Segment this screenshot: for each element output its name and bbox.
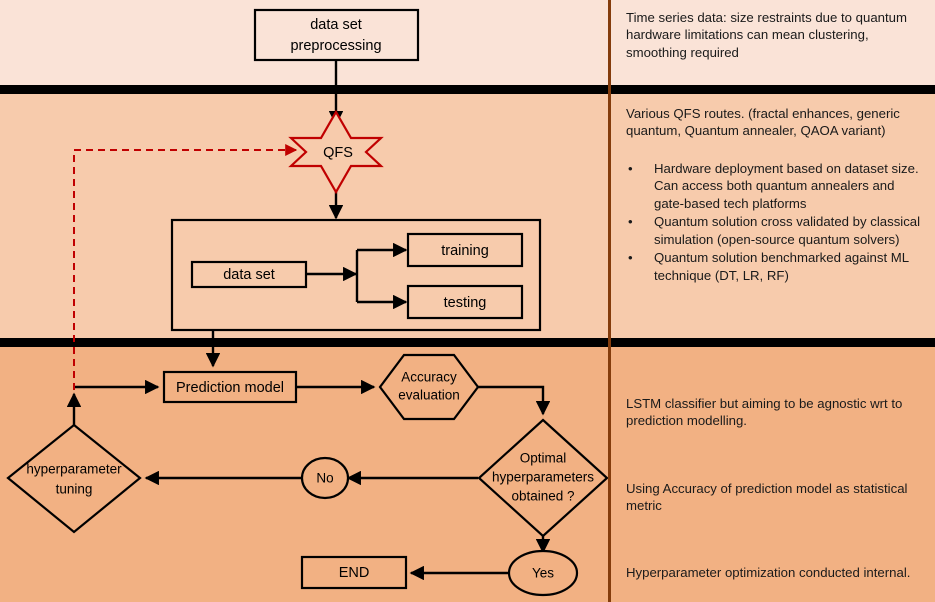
- label-hyperparameter-line1: hyperparameter: [26, 462, 122, 477]
- node-end[interactable]: [300, 555, 408, 590]
- node-data-set[interactable]: [190, 260, 308, 289]
- node-hyperparameter-tuning[interactable]: [6, 423, 142, 534]
- node-no-connector[interactable]: [300, 456, 350, 500]
- note-middle-lead: Various QFS routes. (fractal enhances, g…: [626, 106, 904, 139]
- group-data-split-container: [170, 218, 542, 332]
- label-end: END: [339, 565, 370, 581]
- label-accuracy-line2: evaluation: [398, 388, 460, 403]
- note-middle-bullets: Hardware deployment based on dataset siz…: [626, 160, 926, 285]
- label-data-set: data set: [223, 267, 275, 283]
- node-testing[interactable]: [406, 284, 524, 320]
- label-testing: testing: [444, 295, 487, 311]
- bullet-item: Hardware deployment based on dataset siz…: [626, 160, 926, 212]
- label-hyperparameter-line2: tuning: [56, 482, 93, 497]
- bullet-item: Quantum solution cross validated by clas…: [626, 213, 926, 248]
- label-decision-line3: obtained ?: [511, 489, 574, 504]
- note-top-band: Time series data: size restraints due to…: [626, 10, 911, 60]
- label-training: training: [441, 243, 489, 259]
- label-preprocessing-line1: data set: [310, 17, 362, 33]
- vertical-divider: [608, 0, 611, 602]
- connector-accuracy-to-decision: [478, 385, 551, 416]
- band-divider-top: [0, 85, 935, 94]
- label-yes: Yes: [532, 566, 554, 581]
- node-data-set-preprocessing[interactable]: [253, 8, 420, 62]
- band-divider-bottom: [0, 338, 935, 347]
- node-prediction-model[interactable]: [162, 370, 298, 404]
- label-decision-line2: hyperparameters: [492, 470, 594, 485]
- note-bottom-band: LSTM classifier but aiming to be agnosti…: [626, 360, 926, 602]
- label-accuracy-line1: Accuracy: [401, 370, 457, 385]
- band-preprocessing: [0, 0, 935, 85]
- note-paragraph: LSTM classifier but aiming to be agnosti…: [626, 395, 906, 429]
- node-yes-connector[interactable]: [507, 549, 579, 597]
- node-training[interactable]: [406, 232, 524, 268]
- label-prediction-model: Prediction model: [176, 380, 284, 396]
- node-accuracy-evaluation[interactable]: [378, 353, 480, 421]
- node-qfs-star[interactable]: [288, 109, 384, 195]
- node-decision-optimal-hyperparameters[interactable]: [477, 418, 609, 538]
- label-qfs: QFS: [323, 145, 353, 161]
- note-paragraph: Using Accuracy of prediction model as st…: [626, 480, 912, 513]
- note-paragraph: Hyperparameter optimization conducted in…: [626, 565, 911, 581]
- label-decision-line1: Optimal: [520, 451, 567, 466]
- label-preprocessing-line2: preprocessing: [290, 38, 381, 54]
- bullet-item: Quantum solution benchmarked against ML …: [626, 249, 926, 284]
- connector-feedback-loop-to-qfs: [73, 144, 298, 390]
- label-no: No: [316, 471, 333, 486]
